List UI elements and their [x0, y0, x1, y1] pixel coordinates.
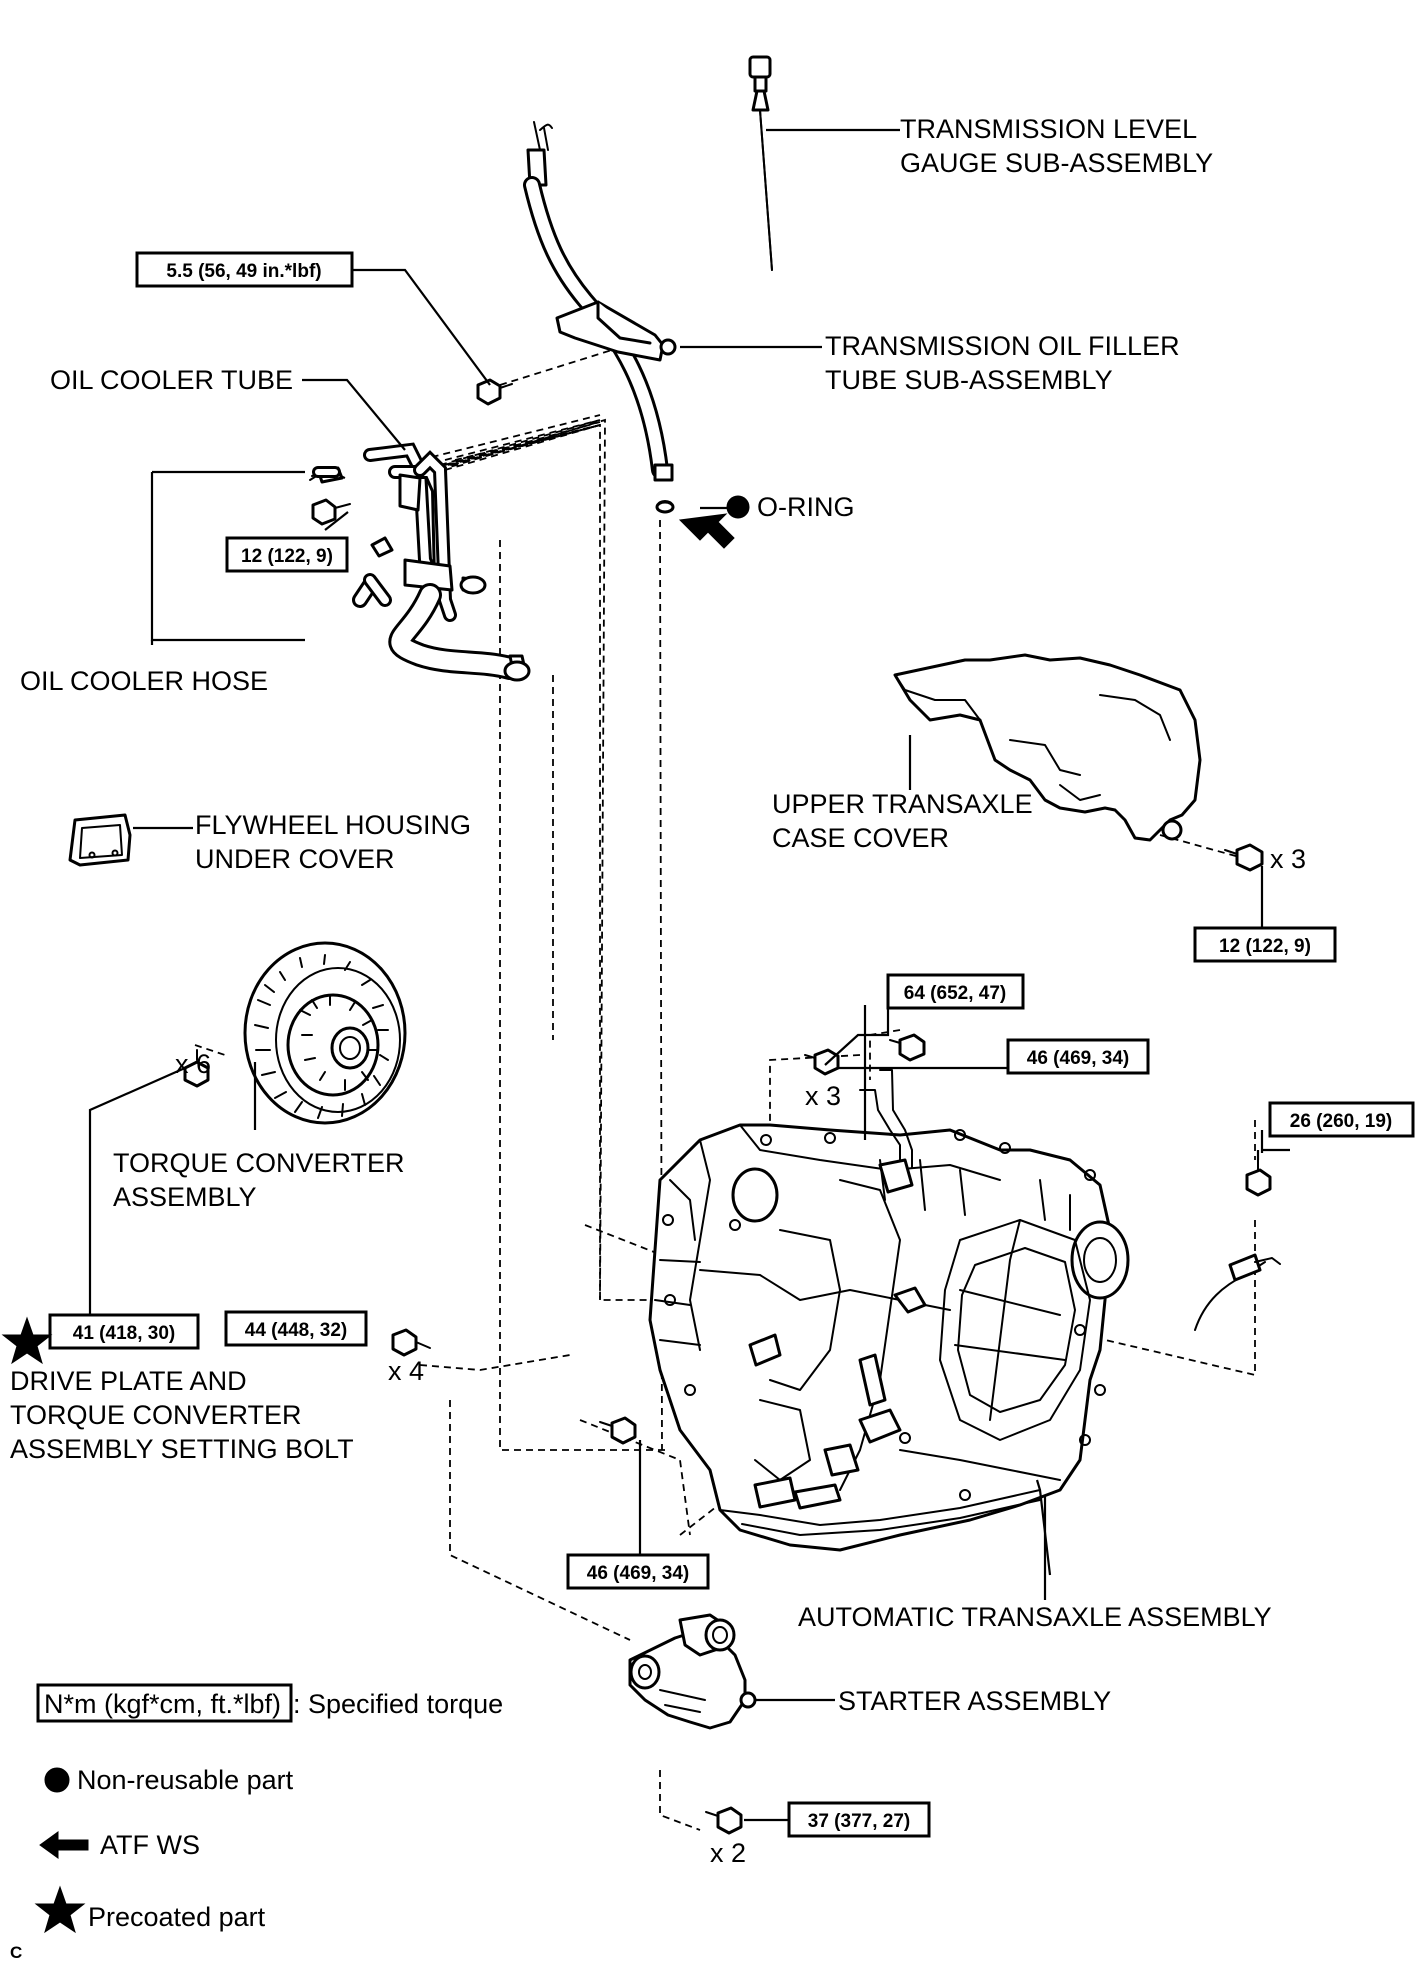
torque-value: 12 (122, 9)	[1219, 936, 1311, 957]
torque-value: 64 (652, 47)	[904, 983, 1006, 1004]
upper-cover-label-2: CASE COVER	[772, 823, 949, 853]
wire-harness-part	[1194, 1253, 1281, 1331]
bolt-icon	[705, 1806, 743, 1835]
upper-bolt-qty: x 3	[805, 1081, 841, 1111]
torque-spec-box: 12 (122, 9)	[1193, 926, 1337, 963]
torque-spec-box: 5.5 (56, 49 in.*lbf)	[135, 251, 354, 288]
legend-torque-desc: : Specified torque	[293, 1689, 503, 1719]
torque-value: 46 (469, 34)	[587, 1563, 689, 1584]
automatic-transaxle-label: AUTOMATIC TRANSAXLE ASSEMBLY	[798, 1602, 1272, 1632]
upper-cover-label: UPPER TRANSAXLE	[772, 789, 1033, 819]
bolt-icon	[1224, 843, 1264, 872]
upper-transaxle-case-cover-part	[893, 653, 1202, 842]
bolt-icon	[391, 1328, 431, 1357]
bolt-icon	[889, 1033, 926, 1062]
o-ring-part	[655, 500, 735, 549]
legend-precoated: Precoated part	[88, 1902, 266, 1932]
converter-bolt-qty: x 6	[175, 1049, 211, 1079]
starter-bolt-qty: x 2	[710, 1838, 746, 1868]
legend-atf: ATF WS	[100, 1830, 200, 1860]
side-bolt-qty: x 4	[388, 1356, 424, 1386]
bolt-icon	[1245, 1157, 1272, 1197]
filled-circle-icon	[44, 1767, 70, 1793]
bolt-icon	[183, 1049, 210, 1088]
flywheel-housing-under-cover-part	[68, 813, 132, 867]
cover-bolt-qty: x 3	[1270, 844, 1306, 874]
torque-spec-box: 44 (448, 32)	[224, 1310, 368, 1347]
torque-value: 41 (418, 30)	[73, 1323, 175, 1344]
torque-spec-box: 26 (260, 19)	[1268, 1101, 1415, 1138]
flywheel-cover-label-2: UNDER COVER	[195, 844, 395, 874]
drive-plate-label-2: TORQUE CONVERTER	[10, 1400, 302, 1430]
bolt-icon	[804, 1048, 840, 1076]
torque-converter-label: TORQUE CONVERTER	[113, 1148, 405, 1178]
starter-label: STARTER ASSEMBLY	[838, 1686, 1111, 1716]
level-gauge-label: TRANSMISSION LEVEL	[900, 114, 1197, 144]
torque-value: 26 (260, 19)	[1290, 1111, 1392, 1132]
drive-plate-label: DRIVE PLATE AND	[10, 1366, 247, 1396]
legend: N*m (kgf*cm, ft.*lbf) : Specified torque…	[34, 1683, 503, 1934]
bolt-icon	[599, 1416, 637, 1445]
torque-value: 44 (448, 32)	[245, 1320, 347, 1341]
torque-spec-box: 46 (469, 34)	[566, 1553, 710, 1590]
torque-value: 12 (122, 9)	[241, 546, 333, 567]
torque-value: 37 (377, 27)	[808, 1811, 910, 1832]
torque-spec-box: 37 (377, 27)	[787, 1801, 931, 1838]
legend-non-reusable: Non-reusable part	[77, 1765, 294, 1795]
leader-lines	[88, 128, 1290, 1822]
oil-filler-tube-part	[523, 121, 677, 510]
star-icon	[34, 1885, 86, 1934]
starter-assembly-part	[628, 1613, 757, 1730]
filler-tube-label: TRANSMISSION OIL FILLER	[825, 331, 1180, 361]
non-reusable-marker-icon	[726, 495, 750, 519]
legend-torque-unit: N*m (kgf*cm, ft.*lbf)	[44, 1689, 281, 1719]
torque-value: 5.5 (56, 49 in.*lbf)	[166, 261, 321, 282]
level-gauge-label-2: GAUGE SUB-ASSEMBLY	[900, 148, 1213, 178]
arrow-left-icon	[39, 1831, 89, 1859]
torque-value: 46 (469, 34)	[1027, 1048, 1129, 1069]
automatic-transaxle-part	[648, 1069, 1130, 1552]
oil-cooler-tube-label: OIL COOLER TUBE	[50, 365, 293, 395]
level-gauge-part	[748, 55, 773, 271]
drive-plate-label-3: ASSEMBLY SETTING BOLT	[10, 1434, 354, 1464]
torque-spec-box: 41 (418, 30)	[48, 1313, 200, 1350]
bolt-icon	[311, 498, 351, 526]
figure-code: C	[10, 1943, 22, 1962]
bolt-icon	[476, 378, 513, 406]
torque-converter-part	[243, 941, 407, 1125]
torque-spec-box: 12 (122, 9)	[225, 536, 349, 573]
filler-tube-label-2: TUBE SUB-ASSEMBLY	[825, 365, 1113, 395]
precoated-marker-icon	[1, 1316, 53, 1365]
o-ring-label: O-RING	[757, 492, 855, 522]
torque-spec-box: 46 (469, 34)	[1006, 1038, 1150, 1075]
oil-cooler-hose-label: OIL COOLER HOSE	[20, 666, 268, 696]
oil-cooler-hose-part	[312, 466, 392, 607]
torque-converter-label-2: ASSEMBLY	[113, 1182, 257, 1212]
flywheel-cover-label: FLYWHEEL HOUSING	[195, 810, 471, 840]
torque-spec-box: 64 (652, 47)	[886, 973, 1025, 1010]
hose-clamp-icon	[459, 575, 487, 595]
